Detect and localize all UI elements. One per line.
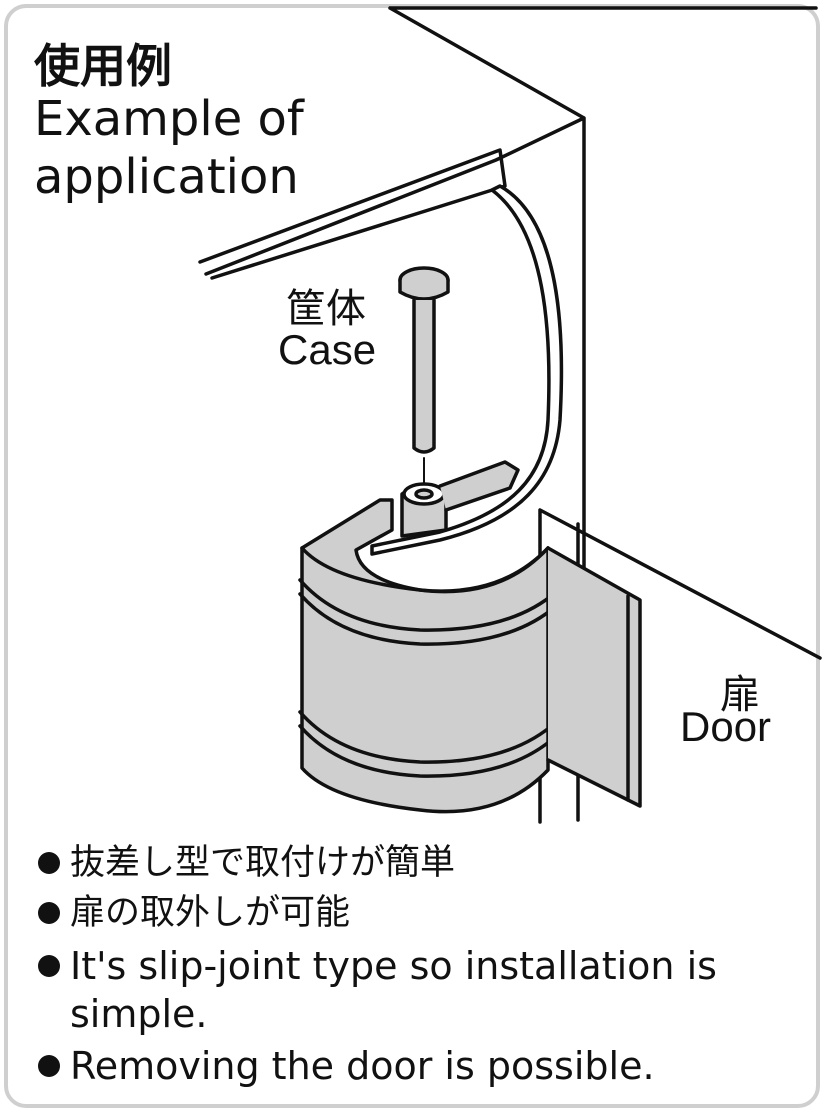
door-label-english: Door xyxy=(680,703,772,750)
case-label-english: Case xyxy=(278,326,377,373)
title-english: Example of application xyxy=(34,91,304,205)
feature-text: Removing the door is possible. xyxy=(70,1044,655,1088)
case-panel xyxy=(204,6,818,577)
bullet-icon xyxy=(38,852,60,874)
feature-text: 扉の取外しが可能 xyxy=(70,893,351,933)
illustration-frame xyxy=(4,4,820,1108)
feature-list: 抜差し型で取付けが簡単 扉の取外しが可能 It's slip-joint typ… xyxy=(36,838,806,1090)
hinge-barrel xyxy=(298,498,642,814)
bullet-icon xyxy=(38,902,60,924)
case-edge xyxy=(198,148,507,280)
case-knuckle xyxy=(400,460,520,538)
case-label-japanese: 筐体 xyxy=(286,286,366,332)
hinge-pin xyxy=(398,266,450,491)
feature-text: 抜差し型で取付けが簡単 xyxy=(70,843,456,883)
door-label-japanese: 扉 xyxy=(720,672,760,718)
list-item: It's slip-joint type so installation is … xyxy=(36,942,806,1038)
title-japanese: 使用例 xyxy=(34,39,172,93)
list-item: 扉の取外しが可能 xyxy=(36,888,806,938)
bullet-icon xyxy=(38,955,60,977)
list-item: Removing the door is possible. xyxy=(36,1042,806,1090)
bullet-icon xyxy=(38,1055,60,1077)
case-curve xyxy=(370,184,564,556)
list-item: 抜差し型で取付けが簡単 xyxy=(36,838,806,888)
feature-text: It's slip-joint type so installation is … xyxy=(70,944,717,1036)
